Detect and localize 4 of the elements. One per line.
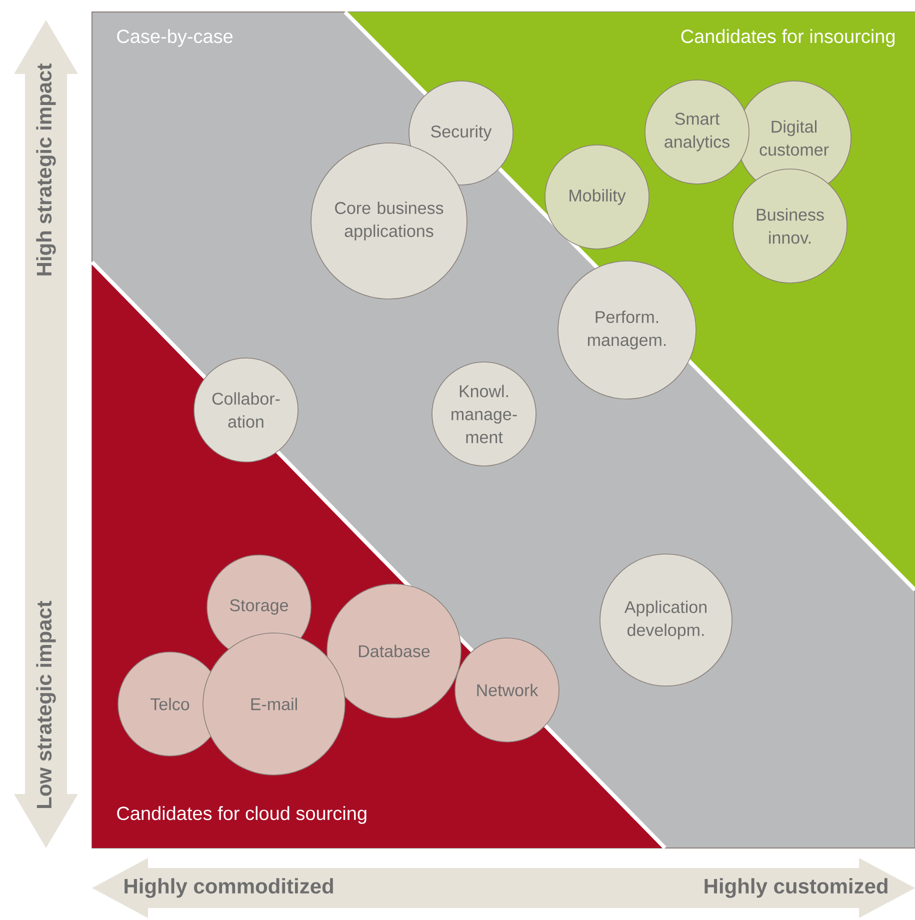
axis-label: Highly customized	[704, 878, 888, 898]
axis-label: Highly commoditized	[124, 878, 333, 898]
axis-label: Low strategic impact	[36, 600, 56, 808]
axis-label: High strategic impact	[36, 64, 56, 276]
